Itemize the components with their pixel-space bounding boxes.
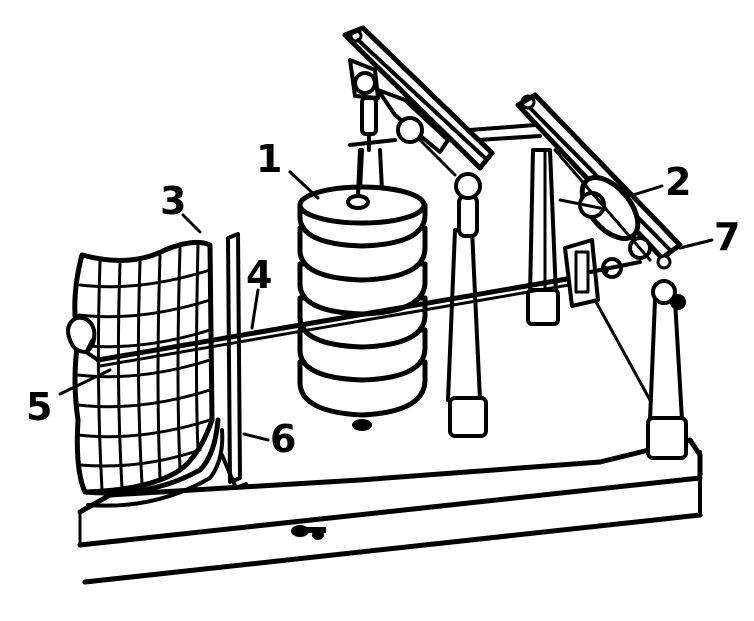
callout-3: 3: [160, 179, 186, 223]
pillar-left: [446, 172, 488, 438]
aneroid-capsule-stack: [297, 148, 428, 431]
callout-7: 7: [714, 215, 740, 259]
callout-5: 5: [26, 385, 52, 429]
pillar-front-right: [646, 279, 688, 460]
leader-lines: [58, 170, 714, 442]
callouts: 1 2 3 4 5 6 7: [26, 137, 740, 461]
lever-bar-left: [342, 25, 495, 192]
callout-2: 2: [665, 160, 691, 204]
callout-1: 1: [256, 137, 282, 181]
callout-6: 6: [270, 417, 296, 461]
pillar-right: [526, 148, 560, 326]
lever-bar-right: [468, 92, 683, 270]
pen-arm: [84, 272, 594, 368]
key-symbol: [291, 525, 326, 540]
callout-4: 4: [246, 253, 272, 297]
linkage-wires: [543, 148, 652, 402]
pen-lift-rod: [220, 232, 248, 490]
pen-arm-pivot-bracket: [563, 238, 642, 308]
recording-drum: [66, 239, 225, 508]
